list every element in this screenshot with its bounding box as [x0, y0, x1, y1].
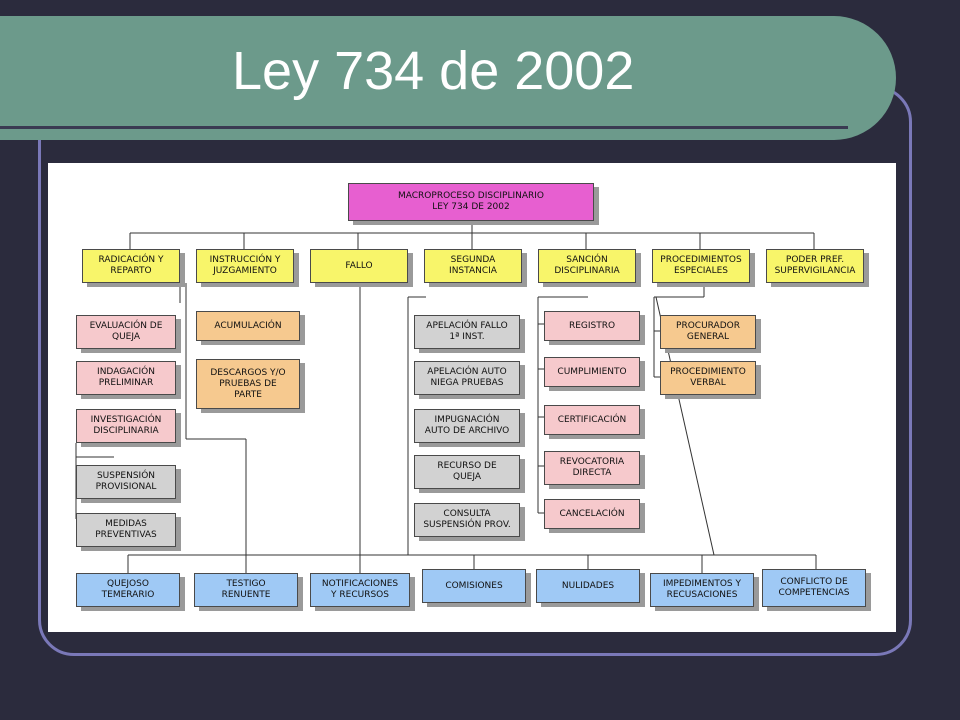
node-evaluacion-queja: EVALUACIÓN DE QUEJA — [76, 315, 176, 349]
node-notificaciones-recursos: NOTIFICACIONES Y RECURSOS — [310, 573, 410, 607]
node-recurso-queja: RECURSO DE QUEJA — [414, 455, 520, 489]
stage-procedimientos-especiales: PROCEDIMIENTOS ESPECIALES — [652, 249, 750, 283]
node-procedimiento-verbal: PROCEDIMIENTO VERBAL — [660, 361, 756, 395]
stage-poder-preferente: PODER PREF. SUPERVIGILANCIA — [766, 249, 864, 283]
connector-lines — [75, 221, 817, 573]
node-impugnacion-archivo: IMPUGNACIÓN AUTO DE ARCHIVO — [414, 409, 520, 443]
node-apelacion-fallo: APELACIÓN FALLO 1ª INST. — [414, 315, 520, 349]
node-investigacion-disciplinaria: INVESTIGACIÓN DISCIPLINARIA — [76, 409, 176, 443]
slide-title: Ley 734 de 2002 — [232, 41, 635, 101]
node-conflicto-competencias: CONFLICTO DE COMPETENCIAS — [762, 569, 866, 607]
node-registro: REGISTRO — [544, 311, 640, 341]
title-band — [0, 16, 896, 140]
node-revocatoria-directa: REVOCATORIA DIRECTA — [544, 451, 640, 485]
node-consulta-suspension: CONSULTA SUSPENSIÓN PROV. — [414, 503, 520, 537]
node-quejoso-temerario: QUEJOSO TEMERARIO — [76, 573, 180, 607]
title-underline — [0, 126, 848, 129]
node-procurador-general: PROCURADOR GENERAL — [660, 315, 756, 349]
node-suspension-provisional: SUSPENSIÓN PROVISIONAL — [76, 465, 176, 499]
node-impedimentos-recusaciones: IMPEDIMENTOS Y RECUSACIONES — [650, 573, 754, 607]
node-indagacion-preliminar: INDAGACIÓN PRELIMINAR — [76, 361, 176, 395]
node-cumplimiento: CUMPLIMIENTO — [544, 357, 640, 387]
node-descargos-pruebas: DESCARGOS Y/O PRUEBAS DE PARTE — [196, 359, 300, 409]
node-acumulacion: ACUMULACIÓN — [196, 311, 300, 341]
stage-sancion: SANCIÓN DISCIPLINARIA — [538, 249, 636, 283]
node-medidas-preventivas: MEDIDAS PREVENTIVAS — [76, 513, 176, 547]
stage-instruccion: INSTRUCCIÓN Y JUZGAMIENTO — [196, 249, 294, 283]
org-chart: MACROPROCESO DISCIPLINARIO LEY 734 DE 20… — [48, 163, 896, 632]
node-cancelacion: CANCELACIÓN — [544, 499, 640, 529]
node-testigo-renuente: TESTIGO RENUENTE — [194, 573, 298, 607]
root-node: MACROPROCESO DISCIPLINARIO LEY 734 DE 20… — [348, 183, 594, 221]
stage-fallo: FALLO — [310, 249, 408, 283]
node-apelacion-auto: APELACIÓN AUTO NIEGA PRUEBAS — [414, 361, 520, 395]
node-nulidades: NULIDADES — [536, 569, 640, 603]
node-certificacion: CERTIFICACIÓN — [544, 405, 640, 435]
stage-segunda-instancia: SEGUNDA INSTANCIA — [424, 249, 522, 283]
node-comisiones: COMISIONES — [422, 569, 526, 603]
stage-radicacion: RADICACIÓN Y REPARTO — [82, 249, 180, 283]
